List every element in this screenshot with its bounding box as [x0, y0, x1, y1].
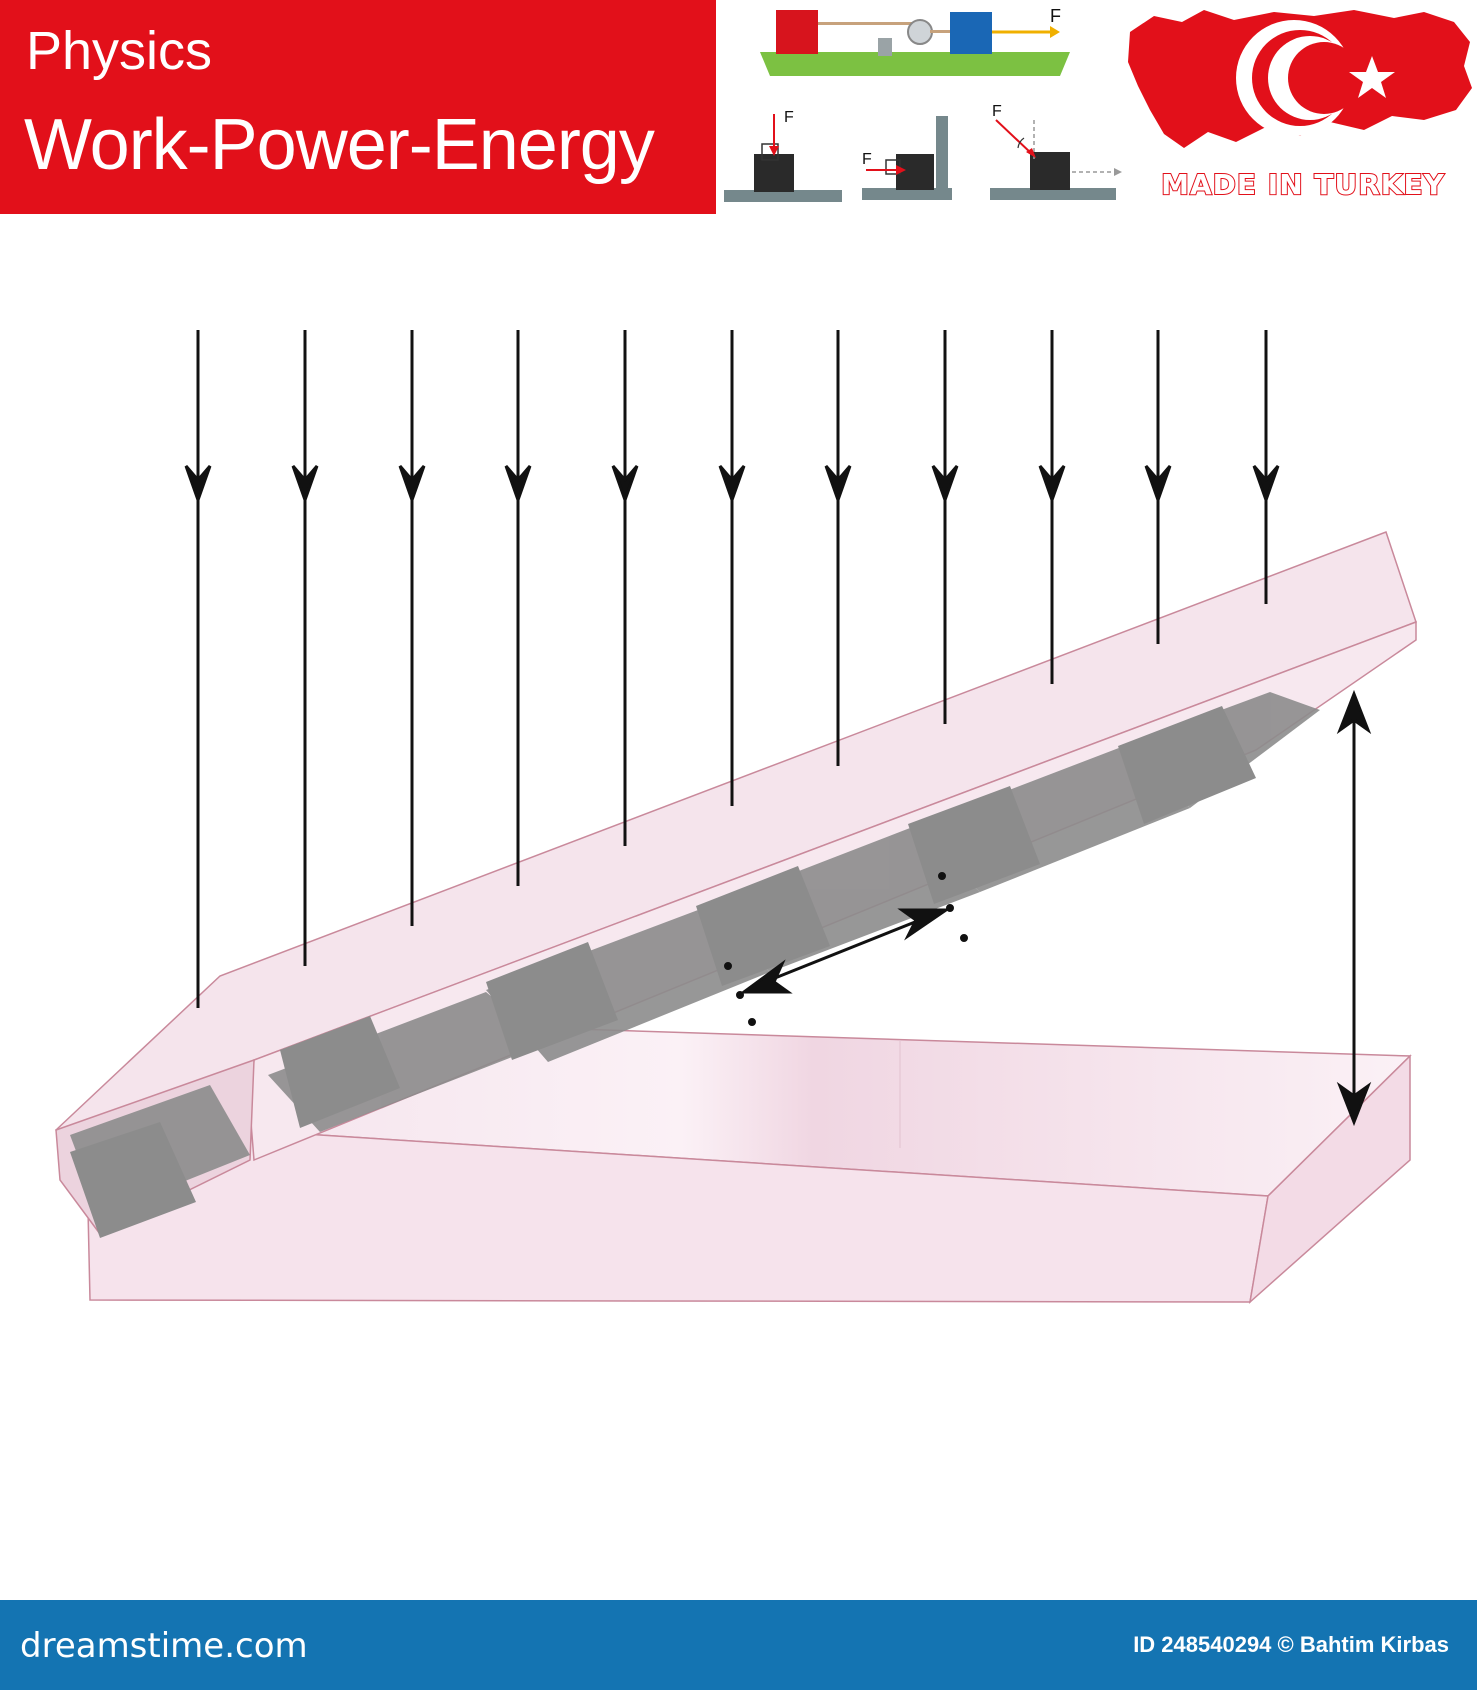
angled-force-icon: F	[990, 103, 1122, 200]
header-subject: Physics	[26, 21, 213, 81]
turkey-map-icon	[1128, 10, 1472, 148]
footer-bar: dreamstime.com ID 248540294 © Bahtim Kir…	[0, 1600, 1477, 1690]
incident-ray	[824, 330, 852, 766]
face-shadow	[696, 866, 830, 986]
crescent-star-icon	[1236, 20, 1395, 136]
face-shadow	[1118, 706, 1256, 824]
incident-ray	[1038, 330, 1066, 684]
incident-ray	[611, 330, 639, 846]
separation-arrow	[1336, 689, 1372, 1127]
pulley-system-icon: F	[760, 6, 1070, 76]
made-in-badge: MADE IN TURKEY	[1160, 167, 1445, 202]
incident-ray	[398, 330, 426, 926]
incident-rays	[184, 330, 1280, 1008]
incident-ray	[931, 330, 959, 724]
face-shadow	[280, 1016, 400, 1128]
horizontal-force-icon: F	[862, 116, 952, 200]
vertical-force-icon: F	[724, 109, 842, 202]
incident-ray	[1252, 330, 1280, 604]
face-shadows	[70, 706, 1256, 1238]
footer-credit: ID 248540294 © Bahtim Kirbas	[1133, 1632, 1449, 1658]
footer-credit-id: ID 248540294	[1133, 1632, 1278, 1657]
footer-credit-author: © Bahtim Kirbas	[1277, 1632, 1449, 1657]
face-shadow	[70, 1122, 196, 1238]
incident-ray	[1144, 330, 1172, 644]
pulley-force-label: F	[1050, 6, 1061, 26]
face-shadow	[486, 942, 618, 1060]
header-banner: Physics Work-Power-Energy	[0, 0, 716, 214]
shadow-width-arrow	[724, 872, 968, 1026]
incident-ray	[504, 330, 532, 886]
angled-force-label: F	[992, 103, 1002, 120]
light-plate-diagram	[55, 330, 1417, 1304]
header-topic: Work-Power-Energy	[24, 105, 655, 185]
incident-ray	[291, 330, 319, 966]
vertical-force-label: F	[784, 109, 794, 126]
incident-ray	[184, 330, 212, 1008]
incident-ray	[718, 330, 746, 806]
horizontal-force-label: F	[862, 151, 872, 168]
footer-brand[interactable]: dreamstime.com	[20, 1626, 308, 1666]
